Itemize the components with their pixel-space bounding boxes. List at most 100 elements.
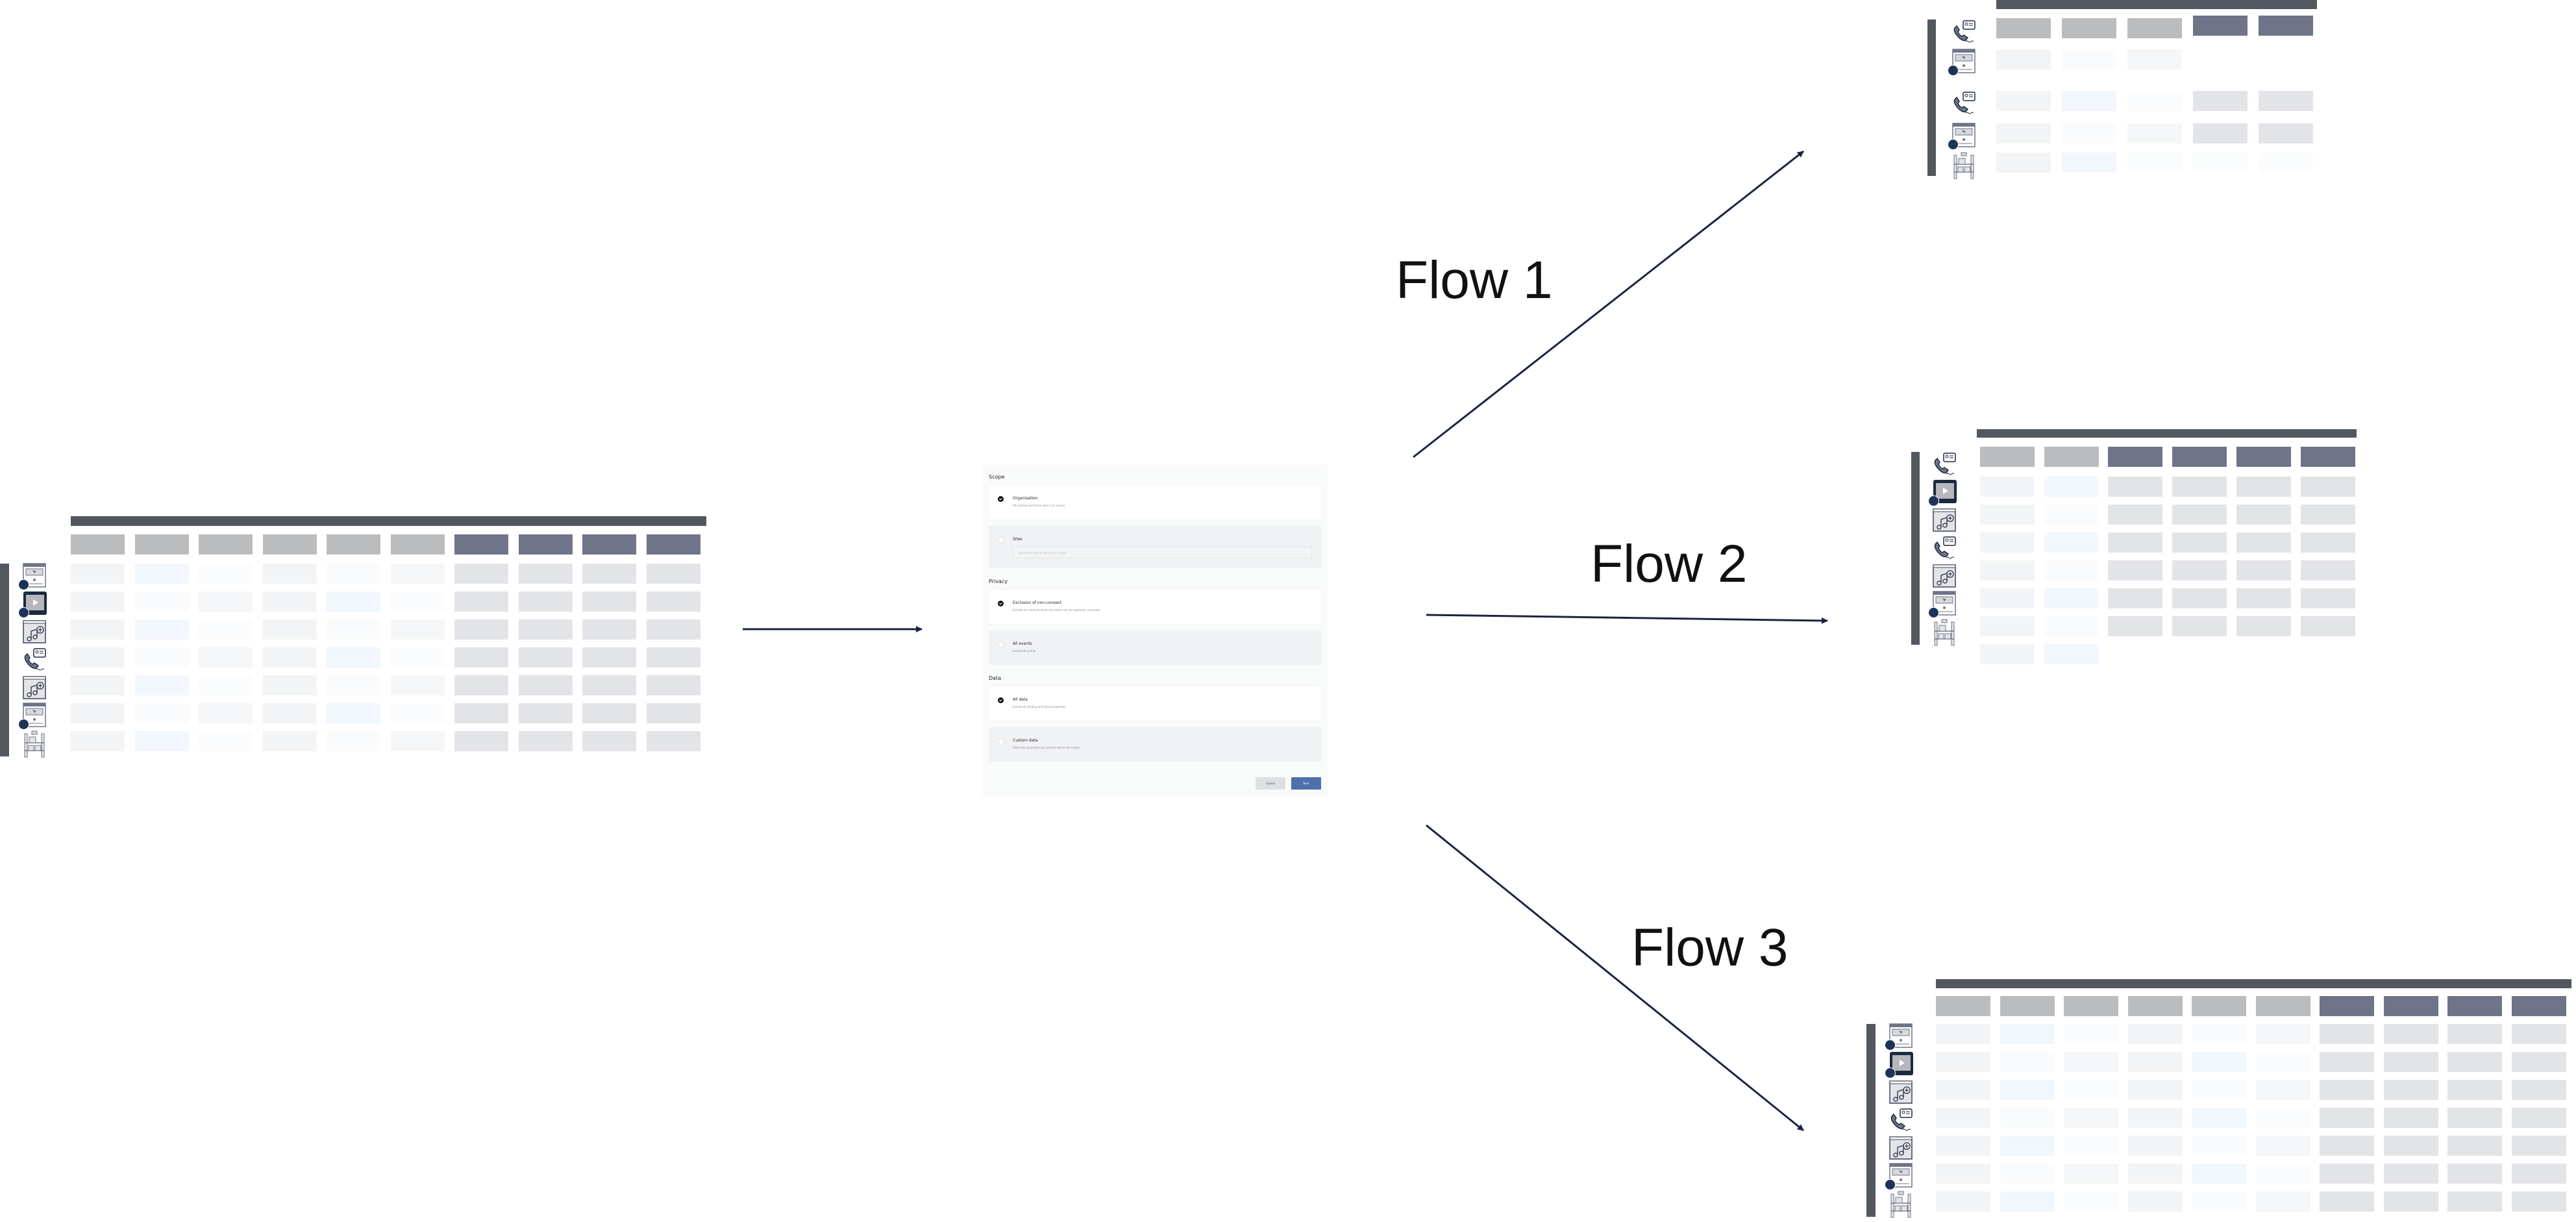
- column-header-light[interactable]: [2062, 18, 2116, 38]
- radio-unchecked-icon[interactable]: [998, 537, 1004, 543]
- table-cell[interactable]: [2172, 532, 2227, 553]
- table-cell[interactable]: [2192, 1052, 2246, 1072]
- table-cell[interactable]: [2236, 560, 2291, 580]
- table-cell[interactable]: [2192, 1080, 2246, 1100]
- option-sites[interactable]: Sites Select the sites to add to your ex…: [989, 526, 1321, 568]
- table-cell[interactable]: [2447, 1164, 2502, 1184]
- table-cell[interactable]: [2064, 1191, 2118, 1212]
- cancel-button[interactable]: Cancel: [1256, 777, 1285, 790]
- table-cell[interactable]: [2320, 1136, 2374, 1156]
- table-cell[interactable]: [2172, 560, 2227, 580]
- table-cell[interactable]: [1936, 1136, 1990, 1156]
- column-header-light[interactable]: [134, 534, 189, 555]
- table-cell[interactable]: [2511, 1191, 2566, 1212]
- table-cell[interactable]: [262, 703, 317, 723]
- table-cell[interactable]: [2044, 588, 2099, 608]
- table-cell[interactable]: [2320, 1191, 2374, 1212]
- table-cell[interactable]: [2255, 1108, 2310, 1128]
- table-cell[interactable]: [646, 592, 700, 612]
- option-custom-data[interactable]: Custom data Select the properties you wa…: [989, 727, 1321, 762]
- table-cell[interactable]: [2000, 1191, 2055, 1212]
- table-cell[interactable]: [262, 731, 317, 751]
- column-header-dark[interactable]: [454, 534, 508, 555]
- table-cell[interactable]: [2108, 505, 2163, 525]
- table-cell[interactable]: [2192, 1191, 2246, 1212]
- table-cell[interactable]: [327, 592, 380, 612]
- table-cell[interactable]: [390, 703, 445, 723]
- table-cell[interactable]: [2383, 1108, 2438, 1128]
- table-cell[interactable]: [2108, 477, 2163, 497]
- table-cell[interactable]: [1996, 91, 2051, 111]
- table-cell[interactable]: [2000, 1164, 2055, 1184]
- table-cell[interactable]: [2383, 1191, 2438, 1212]
- table-cell[interactable]: [646, 703, 700, 723]
- table-cell[interactable]: [2236, 477, 2291, 497]
- table-cell[interactable]: [2447, 1108, 2502, 1128]
- table-cell[interactable]: [2044, 560, 2099, 580]
- column-header-dark[interactable]: [582, 534, 636, 555]
- table-cell[interactable]: [2511, 1024, 2566, 1044]
- table-cell[interactable]: [2320, 1108, 2374, 1128]
- table-cell[interactable]: [2383, 1164, 2438, 1184]
- column-header-light[interactable]: [1936, 996, 1990, 1016]
- table-cell[interactable]: [2192, 1136, 2246, 1156]
- column-header-light[interactable]: [2000, 996, 2055, 1016]
- table-cell[interactable]: [134, 703, 189, 723]
- table-cell[interactable]: [1936, 1108, 1990, 1128]
- table-cell[interactable]: [2172, 477, 2227, 497]
- table-cell[interactable]: [2172, 505, 2227, 525]
- table-cell[interactable]: [71, 703, 125, 723]
- table-cell[interactable]: [2127, 1136, 2183, 1156]
- table-cell[interactable]: [71, 592, 125, 612]
- table-cell[interactable]: [2127, 123, 2182, 143]
- table-cell[interactable]: [2236, 588, 2291, 608]
- table-cell[interactable]: [262, 592, 317, 612]
- table-cell[interactable]: [199, 619, 253, 640]
- table-cell[interactable]: [2000, 1024, 2055, 1044]
- table-cell[interactable]: [199, 675, 253, 695]
- column-header-dark[interactable]: [2259, 16, 2313, 36]
- table-cell[interactable]: [582, 731, 636, 751]
- table-cell[interactable]: [2108, 532, 2163, 553]
- table-cell[interactable]: [2127, 49, 2182, 69]
- table-cell[interactable]: [134, 675, 189, 695]
- column-header-dark[interactable]: [2511, 996, 2566, 1016]
- table-cell[interactable]: [1980, 477, 2035, 497]
- table-cell[interactable]: [390, 619, 445, 640]
- table-cell[interactable]: [2255, 1136, 2310, 1156]
- table-cell[interactable]: [327, 564, 380, 584]
- table-cell[interactable]: [454, 675, 508, 695]
- column-header-light[interactable]: [2255, 996, 2310, 1016]
- table-cell[interactable]: [2320, 1024, 2374, 1044]
- table-cell[interactable]: [2062, 91, 2116, 111]
- sites-select[interactable]: Select the sites to add to your export⌄: [1013, 547, 1312, 558]
- table-cell[interactable]: [1996, 49, 2051, 69]
- table-cell[interactable]: [2172, 616, 2227, 636]
- table-cell[interactable]: [646, 647, 700, 667]
- table-cell[interactable]: [134, 619, 189, 640]
- table-cell[interactable]: [134, 647, 189, 667]
- column-header-light[interactable]: [1996, 18, 2051, 38]
- table-cell[interactable]: [454, 703, 508, 723]
- table-cell[interactable]: [2320, 1164, 2374, 1184]
- table-cell[interactable]: [2127, 1080, 2183, 1100]
- column-header-dark[interactable]: [2236, 447, 2291, 467]
- table-cell[interactable]: [199, 703, 253, 723]
- table-cell[interactable]: [2320, 1052, 2374, 1072]
- radio-unchecked-icon[interactable]: [998, 738, 1004, 745]
- table-cell[interactable]: [2064, 1164, 2118, 1184]
- table-cell[interactable]: [71, 619, 125, 640]
- column-header-light[interactable]: [2192, 996, 2246, 1016]
- column-header-dark[interactable]: [2320, 996, 2374, 1016]
- table-cell[interactable]: [2193, 153, 2248, 173]
- table-cell[interactable]: [2193, 91, 2248, 111]
- table-cell[interactable]: [2236, 505, 2291, 525]
- table-cell[interactable]: [518, 564, 573, 584]
- table-cell[interactable]: [2192, 1108, 2246, 1128]
- table-cell[interactable]: [262, 619, 317, 640]
- option-exclusion-non-consent[interactable]: Exclusion of non-consent Exclude all eve…: [989, 590, 1321, 624]
- table-cell[interactable]: [2300, 560, 2355, 580]
- column-header-dark[interactable]: [2383, 996, 2438, 1016]
- table-cell[interactable]: [454, 619, 508, 640]
- table-cell[interactable]: [1980, 644, 2035, 664]
